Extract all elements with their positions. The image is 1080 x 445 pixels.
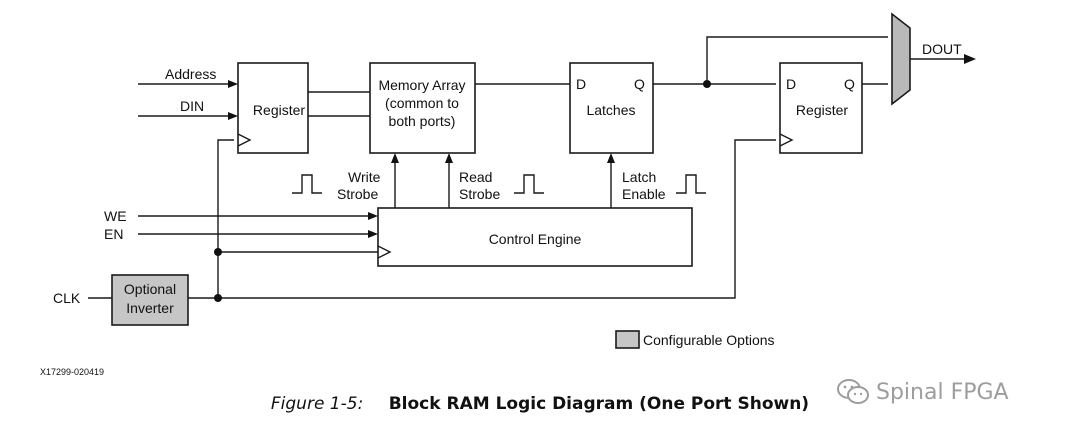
optional-inverter-label-2: Inverter: [126, 300, 174, 316]
en-arrow: [368, 230, 378, 238]
bypass-wire: [706, 36, 888, 84]
write-strobe-pulse-icon: [292, 174, 322, 194]
dout-arrow: [964, 54, 976, 64]
write-strobe-label-1: Write: [348, 169, 381, 185]
wechat-icon: [837, 379, 869, 404]
we-arrow: [368, 212, 378, 220]
output-mux: [891, 12, 911, 106]
register-out-label: Register: [796, 102, 848, 118]
write-strobe-arrow: [391, 153, 399, 163]
junctions: [214, 80, 711, 302]
read-strobe-pulse-icon: [514, 174, 544, 194]
clk-main-wire: [188, 139, 776, 299]
din-arrow: [228, 112, 238, 120]
clock-triangle: [377, 245, 392, 259]
latch-enable-label-1: Latch: [622, 169, 656, 185]
read-strobe-label-1: Read: [459, 169, 492, 185]
clk-to-register-wire: [217, 139, 234, 298]
control-engine-block: Control Engine: [377, 207, 693, 267]
address-arrow: [228, 80, 238, 88]
legend: Configurable Options: [615, 330, 775, 349]
register-in-label: Register: [253, 102, 305, 118]
optional-inverter-block: Optional Inverter: [111, 274, 189, 326]
watermark-text: Spinal FPGA: [876, 379, 1009, 405]
write-strobe-label-2: Strobe: [337, 186, 378, 202]
legend-swatch: [615, 330, 640, 349]
junction-clk-main: [214, 294, 222, 302]
latches-d-pin: D: [576, 76, 586, 92]
junction-clk-control: [214, 248, 222, 256]
read-strobe-arrow: [445, 153, 453, 163]
junction-latch-out: [703, 80, 711, 88]
figure-caption: Figure 1-5: Block RAM Logic Diagram (One…: [0, 394, 1080, 414]
clk-label: CLK: [53, 290, 81, 306]
dout-label: DOUT: [922, 41, 962, 57]
clock-triangle: [779, 133, 794, 147]
latches-block: D Q Latches: [569, 62, 654, 154]
figure-title: Block RAM Logic Diagram (One Port Shown): [388, 394, 810, 414]
we-label: WE: [104, 208, 127, 224]
clock-triangle: [237, 133, 252, 147]
latch-enable-arrow: [607, 153, 615, 163]
legend-label: Configurable Options: [643, 332, 775, 348]
address-label: Address: [165, 66, 216, 82]
drawing-id: X17299-020419: [40, 367, 104, 377]
memory-array-label-2: (common to: [385, 95, 459, 111]
register-out-block: D Q Register: [779, 62, 863, 154]
en-label: EN: [104, 226, 123, 242]
control-engine-label: Control Engine: [489, 231, 582, 247]
optional-inverter-label-1: Optional: [124, 281, 176, 297]
memory-array-label-3: both ports): [389, 113, 456, 129]
register-out-d-pin: D: [786, 76, 796, 92]
memory-array-block: Memory Array (common to both ports): [369, 62, 476, 154]
memory-array-label-1: Memory Array: [378, 77, 465, 93]
figure-number: Figure 1-5:: [270, 394, 364, 414]
latch-enable-label-2: Enable: [622, 186, 666, 202]
read-strobe-label-2: Strobe: [459, 186, 500, 202]
latches-q-pin: Q: [634, 76, 645, 92]
arrowheads: [228, 54, 976, 238]
latches-label: Latches: [586, 102, 635, 118]
register-out-q-pin: Q: [844, 76, 855, 92]
wires: [88, 36, 966, 299]
register-in-block: Register: [237, 62, 309, 154]
latch-enable-pulse-icon: [676, 174, 706, 194]
watermark: Spinal FPGA: [836, 378, 1009, 406]
din-label: DIN: [180, 98, 204, 114]
